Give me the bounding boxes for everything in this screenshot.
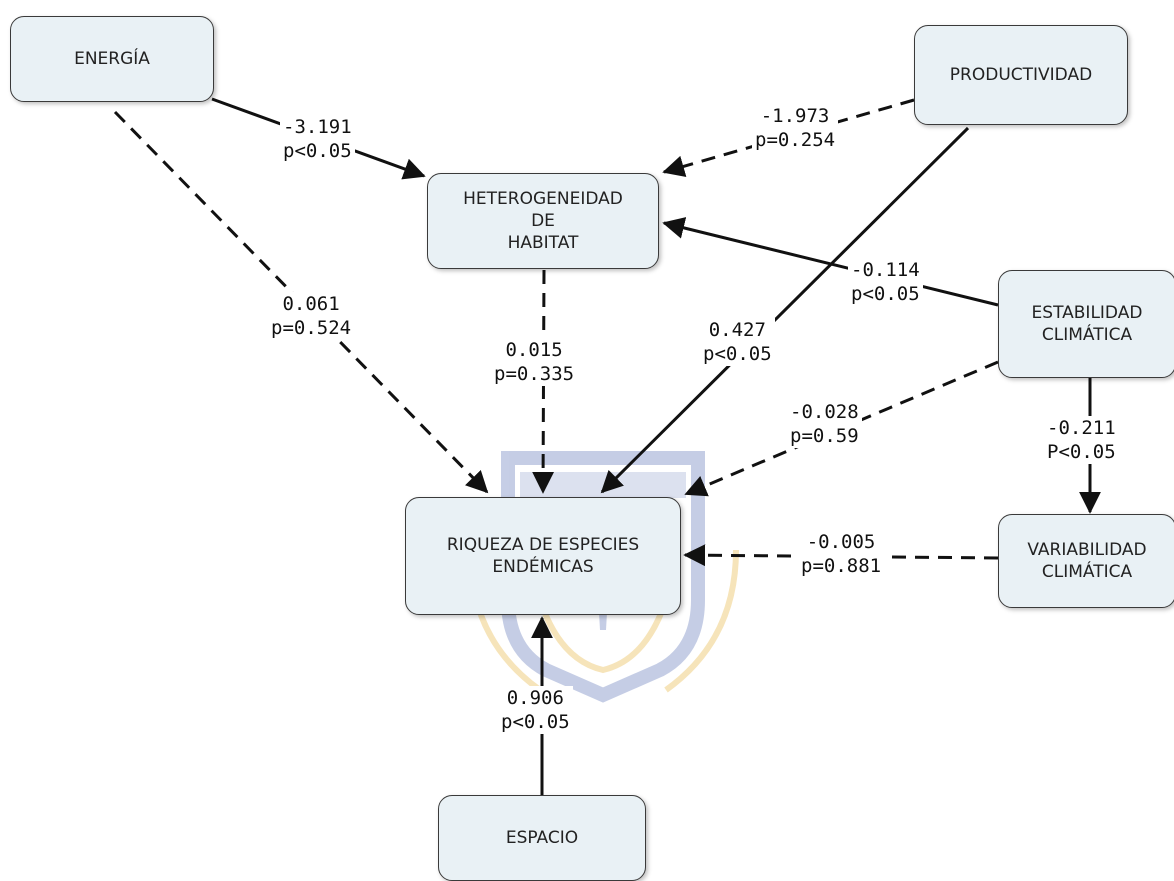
node-riqueza: RIQUEZA DE ESPECIES ENDÉMICAS (405, 497, 681, 615)
pvalue-energia-riqueza: p=0.524 (271, 317, 352, 339)
coef-energia-riqueza: 0.061 (282, 293, 340, 315)
pvalue-productividad-riqueza: p<0.05 (703, 343, 772, 365)
node-productividad-label: PRODUCTIVIDAD (949, 65, 1093, 85)
label-espacio-riqueza: 0.906 p<0.05 (498, 686, 573, 734)
label-energia-heterogeneidad: -3.191 p<0.05 (280, 115, 355, 163)
label-heterogeneidad-riqueza: 0.015 p=0.335 (491, 338, 578, 386)
pvalue-espacio-riqueza: p<0.05 (501, 711, 570, 733)
arrow-variabilidad-riqueza (683, 544, 999, 567)
pvalue-variabilidad-riqueza: p=0.881 (801, 555, 882, 577)
coef-productividad-riqueza: 0.427 (708, 319, 766, 341)
node-estabilidad-line2: CLIMÁTICA (1041, 325, 1133, 345)
coef-estabilidad-riqueza: -0.028 (790, 401, 859, 423)
node-riqueza-line2: ENDÉMICAS (492, 557, 594, 577)
node-riqueza-line1: RIQUEZA DE ESPECIES (446, 535, 640, 555)
pvalue-productividad-heterogeneidad: p=0.254 (755, 129, 836, 151)
pvalue-heterogeneidad-riqueza: p=0.335 (494, 363, 575, 385)
node-productividad: PRODUCTIVIDAD (914, 25, 1128, 125)
label-estabilidad-variabilidad: -0.211 P<0.05 (1044, 416, 1119, 464)
node-estabilidad: ESTABILIDAD CLIMÁTICA (998, 270, 1174, 378)
node-variabilidad: VARIABILIDAD CLIMÁTICA (998, 514, 1174, 608)
coef-variabilidad-riqueza: -0.005 (806, 531, 876, 553)
node-estabilidad-line1: ESTABILIDAD (1031, 303, 1143, 323)
arrow-estabilidad-heterogeneidad (662, 217, 999, 307)
label-variabilidad-riqueza: -0.005 p=0.881 (798, 530, 885, 578)
node-variabilidad-line1: VARIABILIDAD (1027, 540, 1147, 560)
pvalue-energia-heterogeneidad: p<0.05 (283, 140, 352, 162)
node-variabilidad-line2: CLIMÁTICA (1041, 562, 1133, 582)
coef-estabilidad-variabilidad: -0.211 (1047, 417, 1116, 439)
node-heterogeneidad-line1: HETEROGENEIDAD (463, 189, 623, 209)
pvalue-estabilidad-variabilidad: P<0.05 (1047, 441, 1116, 463)
label-productividad-heterogeneidad: -1.973 p=0.254 (752, 104, 839, 152)
label-productividad-riqueza: 0.427 p<0.05 (700, 318, 775, 366)
coef-productividad-heterogeneidad: -1.973 (760, 105, 830, 127)
coef-espacio-riqueza: 0.906 (506, 687, 564, 709)
label-energia-riqueza: 0.061 p=0.524 (268, 292, 355, 340)
pvalue-estabilidad-riqueza: p=0.59 (790, 425, 859, 447)
pvalue-estabilidad-heterogeneidad: p<0.05 (851, 283, 920, 305)
arrow-productividad-heterogeneidad (662, 98, 915, 177)
coef-energia-heterogeneidad: -3.191 (283, 116, 352, 138)
arrow-heterogeneidad-riqueza (532, 269, 555, 494)
label-estabilidad-riqueza: -0.028 p=0.59 (787, 400, 862, 448)
node-heterogeneidad: HETEROGENEIDAD DE HABITAT (427, 173, 659, 269)
arrow-productividad-riqueza (600, 126, 970, 494)
node-energia: ENERGÍA (10, 16, 214, 102)
node-espacio: ESPACIO (438, 795, 646, 881)
coef-heterogeneidad-riqueza: 0.015 (505, 339, 563, 361)
node-espacio-label: ESPACIO (505, 828, 579, 848)
node-energia-label: ENERGÍA (74, 49, 150, 69)
label-estabilidad-heterogeneidad: -0.114 p<0.05 (848, 258, 923, 306)
coef-estabilidad-heterogeneidad: -0.114 (851, 259, 920, 281)
node-heterogeneidad-line2: DE (531, 211, 555, 231)
node-heterogeneidad-line3: HABITAT (507, 233, 579, 253)
